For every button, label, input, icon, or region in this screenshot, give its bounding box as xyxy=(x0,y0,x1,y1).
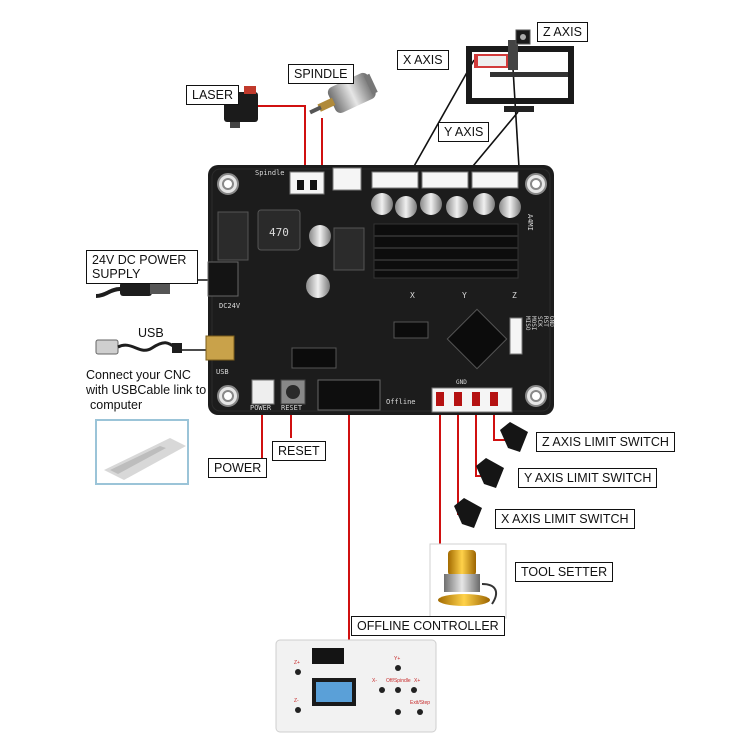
ctrl-btn-offspindle: Off/Spindle xyxy=(386,678,411,684)
offline-header xyxy=(317,379,381,411)
power-supply-label: 24V DC POWER SUPPLY xyxy=(86,250,198,284)
silk-spindle: Spindle xyxy=(255,169,285,177)
usb-text: USB xyxy=(138,326,164,340)
silk-pin-label: SCK xyxy=(536,316,543,327)
connect-line-2: with USBCable link to xyxy=(86,383,207,397)
silk-usb: USB xyxy=(216,368,229,376)
inductor xyxy=(257,209,301,251)
silk-pin-label: RST xyxy=(542,316,549,327)
silk-y: Y xyxy=(462,291,467,300)
spindle-connector xyxy=(289,171,325,195)
mcu-chip xyxy=(446,308,508,370)
power-label: POWER xyxy=(208,458,268,478)
spindle-label: SPINDLE xyxy=(288,64,354,84)
y-limit-switch-label: Y AXIS LIMIT SWITCH xyxy=(518,468,658,488)
spindle-motor-image xyxy=(309,72,378,115)
connect-line-1: Connect your CNC xyxy=(86,368,191,382)
ctrl-btn-exitstep: Exit/Step xyxy=(410,700,430,706)
laptop-image xyxy=(95,419,189,485)
silk-pin-label: GND xyxy=(548,316,555,327)
power-supply-label-line2: SUPPLY xyxy=(92,267,141,281)
z-axis-label: Z AXIS xyxy=(537,22,588,42)
z-axis-connector xyxy=(471,171,519,189)
y-limit-switch-image xyxy=(476,458,504,488)
x-axis-connector xyxy=(371,171,419,189)
offline-controller-image: Z+ Y+ X- Off/Spindle X+ Z- Exit/Step xyxy=(275,639,437,733)
silk-gnd: GND xyxy=(456,379,467,386)
silk-pin-label: MISO xyxy=(524,316,531,331)
ctrl-btn-xplus: X+ xyxy=(414,678,420,684)
usb-port-board xyxy=(205,335,235,361)
connect-line-3: computer xyxy=(90,398,143,412)
dc-jack xyxy=(207,261,239,297)
z-limit-switch-label: Z AXIS LIMIT SWITCH xyxy=(536,432,675,452)
z-limit-switch-image xyxy=(500,422,528,452)
y-axis-label: Y AXIS xyxy=(438,122,490,142)
ctrl-btn-zplus: Z+ xyxy=(294,660,300,666)
cnc-frame-image xyxy=(466,40,574,112)
silk-x: X xyxy=(410,291,415,300)
inductor-label: 470 xyxy=(269,226,289,239)
usb-cable-image xyxy=(95,339,182,355)
ctrl-btn-yplus: Y+ xyxy=(394,656,400,662)
tool-setter-label: TOOL SETTER xyxy=(515,562,614,582)
silk-z: Z xyxy=(512,291,517,300)
x-axis-label: X AXIS xyxy=(397,50,449,70)
silk-brand: A4MI xyxy=(526,214,534,231)
reset-label: RESET xyxy=(272,441,326,461)
laser-connector xyxy=(332,167,362,191)
silk-power: POWER xyxy=(250,404,272,412)
capacitors xyxy=(306,193,521,298)
power-supply-label-line1: 24V DC POWER xyxy=(92,253,187,267)
offline-controller-label: OFFLINE CONTROLLER xyxy=(351,616,505,636)
x-limit-switch-label: X AXIS LIMIT SWITCH xyxy=(495,509,635,529)
silk-dc24v: DC24V xyxy=(219,302,241,310)
connect-instructions: Connect your CNC with USBCable link to c… xyxy=(86,368,206,413)
power-plug-image xyxy=(95,282,170,298)
control-board: 470 Spindle DC24V USB POWER RESET Offlin… xyxy=(205,165,555,415)
ctrl-btn-zminus: Z- xyxy=(294,698,299,704)
mounting-holes xyxy=(217,173,547,407)
laser-label: LASER xyxy=(186,85,239,105)
silk-pin-label: MOSI xyxy=(530,316,537,331)
tool-setter-image xyxy=(429,543,507,619)
power-switch-board xyxy=(251,379,275,405)
x-limit-switch-image xyxy=(454,498,482,528)
laser-line xyxy=(250,105,306,178)
silk-offline: Offline xyxy=(386,398,416,406)
silk-reset: RESET xyxy=(281,404,303,412)
y-axis-connector xyxy=(421,171,469,189)
ctrl-btn-xminus: X- xyxy=(372,678,377,684)
